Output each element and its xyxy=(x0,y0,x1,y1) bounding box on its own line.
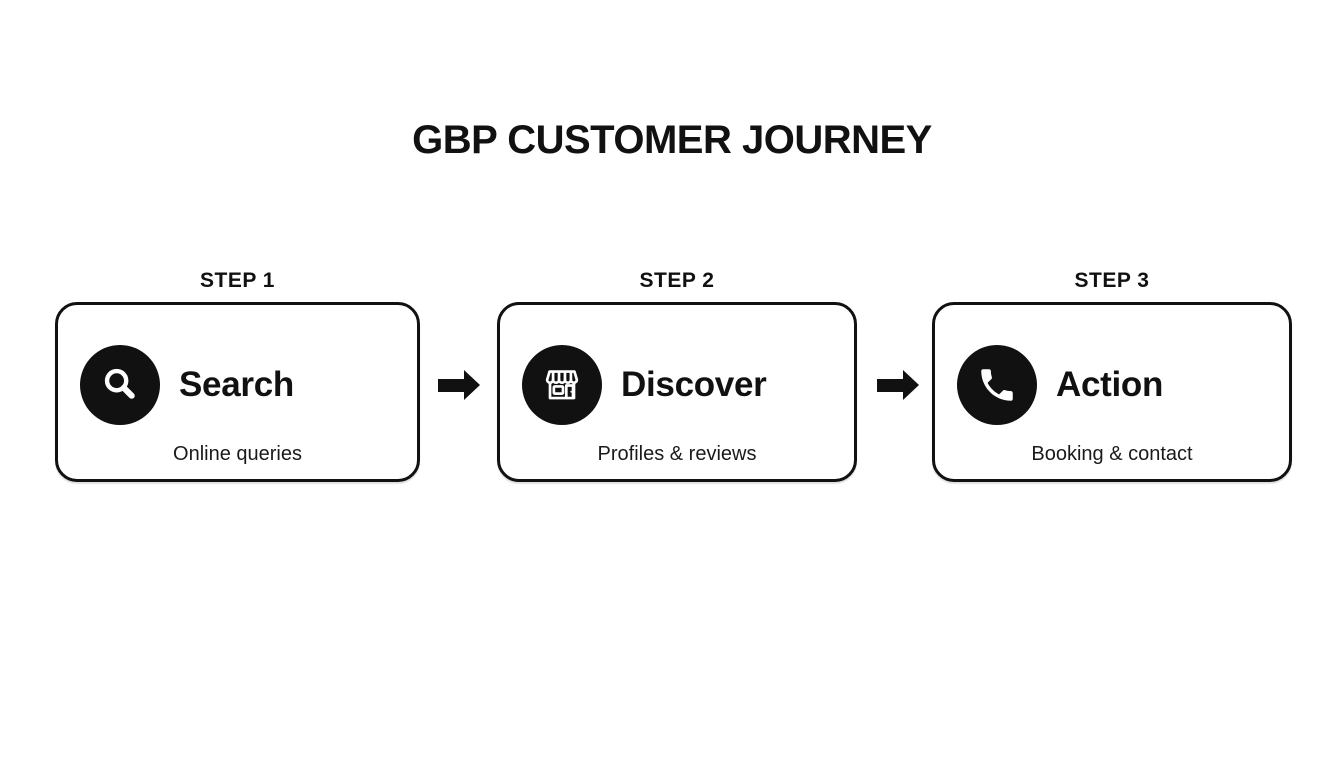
page-title: GBP CUSTOMER JOURNEY xyxy=(412,118,932,162)
step-card-row: Search xyxy=(80,345,417,425)
step-subtitle: Profiles & reviews xyxy=(597,443,757,465)
step-title: Action xyxy=(1056,365,1164,404)
step-card-row: Discover xyxy=(522,345,854,425)
right-arrow-icon xyxy=(438,370,480,400)
step-group-discover: STEP 2 Discover xyxy=(497,268,857,482)
step-card: Discover Profiles & reviews xyxy=(497,302,857,482)
arrow-head xyxy=(903,370,919,400)
arrow-head xyxy=(464,370,480,400)
step-card: Action Booking & contact xyxy=(932,302,1292,482)
right-arrow-icon xyxy=(877,370,919,400)
step-subtitle: Online queries xyxy=(173,443,302,465)
step-title: Search xyxy=(179,365,294,404)
step-group-action: STEP 3 Action Booking & contact xyxy=(932,268,1292,482)
step-title: Discover xyxy=(621,365,767,404)
step-card: Search Online queries xyxy=(55,302,420,482)
icon-circle xyxy=(522,345,602,425)
step-subtitle: Booking & contact xyxy=(1031,443,1193,465)
step-label: STEP 3 xyxy=(1074,269,1150,292)
step-card-row: Action xyxy=(957,345,1289,425)
step-group-search: STEP 1 Search Online queries xyxy=(55,268,420,482)
arrow-shaft xyxy=(438,378,464,392)
step-label: STEP 1 xyxy=(200,269,275,292)
arrow-shaft xyxy=(877,378,903,392)
storefront-icon xyxy=(545,370,579,400)
icon-circle xyxy=(957,345,1037,425)
search-icon xyxy=(104,368,135,399)
step-label: STEP 2 xyxy=(639,269,715,292)
icon-circle xyxy=(80,345,160,425)
phone-icon xyxy=(981,369,1013,401)
